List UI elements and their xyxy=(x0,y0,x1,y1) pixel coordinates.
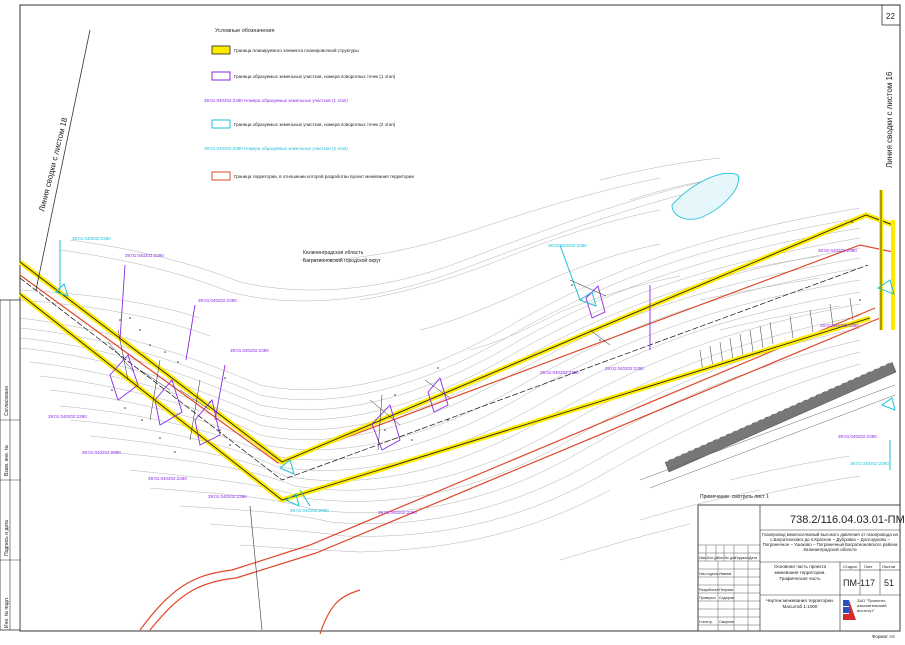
match-line-right-label: Линия сводки с листом 16 xyxy=(885,71,894,168)
company-name: ЗАО "Проектно-изыскательский институт" xyxy=(857,598,887,613)
legend-swatch-red xyxy=(211,171,231,181)
title-block: Изм. Кол.уч Лист № док. Подпись Дата Нач… xyxy=(697,504,905,632)
person-name: Петрова xyxy=(719,588,733,592)
sheet-label: Лист xyxy=(864,564,873,569)
role-label: Н.контр. xyxy=(699,620,713,624)
parcel-label: 39:01:040202:2390 xyxy=(540,370,579,375)
format-label: Формат А4 xyxy=(872,634,895,639)
parcel-label: 39:01:040202:2390 xyxy=(48,414,87,419)
turning-point-markers xyxy=(107,279,611,451)
parcel-number-labels-cyan: 39:01:040202:2390 39:01:040202:2390 39:0… xyxy=(72,236,889,513)
legend-swatch-yellow xyxy=(211,45,231,55)
person-name: Сидоров xyxy=(719,596,734,600)
match-line-left-label: Линия сводки с листом 18 xyxy=(37,116,69,212)
red-territory-boundary xyxy=(19,244,894,635)
rev-header: Лист xyxy=(717,556,725,560)
sheets-label: Листов xyxy=(882,564,895,569)
pond-outline xyxy=(671,173,739,220)
sheets-value: 51 xyxy=(884,578,894,588)
legend-item-text: Граница территории, в отношении которой … xyxy=(234,173,414,179)
stamp-inv-number: Инв. № подл. xyxy=(4,597,10,628)
title-block-note: Примечание: смотреть лист 1 xyxy=(700,494,769,500)
legend-item-text: 39:01:040202:2390 Номера образуемых земе… xyxy=(204,98,348,103)
rev-header: № док. xyxy=(725,556,737,560)
stage-value: ПМ-1 xyxy=(843,578,865,588)
rev-header: Изм. xyxy=(699,556,707,560)
road-strip xyxy=(639,361,897,489)
parcel-label: 39:01:040202:2390 xyxy=(850,461,889,466)
gas-pipeline-axis xyxy=(19,264,869,481)
role-label: Проверил xyxy=(699,596,716,600)
parcel-label: 39:01:040202:2390 xyxy=(548,243,587,248)
parcel-label: 39:01:040202:2390 xyxy=(230,348,269,353)
parcel-label: 39:01:040202:2390 xyxy=(838,434,877,439)
legend-title: Условные обозначения xyxy=(215,28,274,34)
parcel-label: 39:01:040202:2390 xyxy=(820,323,859,328)
legend-item-text: 39:01:040202:2390 Номера образуемых земе… xyxy=(204,146,348,151)
district-label: Багратионовский городской округ xyxy=(303,257,381,264)
parcel-label: 39:01:040202:2390 xyxy=(290,508,329,513)
legend-item-text: Граница образуемых земельных участков, н… xyxy=(234,122,396,127)
rev-header: Дата xyxy=(749,556,757,560)
sheet-number-box xyxy=(881,4,901,26)
parcel-label: 39:01:040202:2390 xyxy=(818,248,857,253)
role-label: Нач.отдела xyxy=(699,572,718,576)
person-name: Иванов xyxy=(719,572,731,576)
parcel-label: 39:01:040202:2390 xyxy=(208,494,247,499)
region-label: Калининградская область xyxy=(303,250,364,256)
parcel-cyan-symbols xyxy=(55,240,896,507)
parcel-label: 39:01:040202:2390 xyxy=(198,298,237,303)
legend-item-text: Граница образуемых земельных участков, н… xyxy=(234,74,396,79)
legend: Условные обозначения Граница планируемог… xyxy=(204,28,414,181)
parcel-label: 39:01:040202:2390 xyxy=(378,510,417,515)
person-name: Смирнов xyxy=(719,620,734,624)
legend-item-text: Граница планируемого элемента планировоч… xyxy=(234,47,359,53)
rev-header: Подпись xyxy=(735,556,749,560)
parcel-label: 39:01:040202:2390 xyxy=(72,236,111,241)
stamp-approved: Согласовано xyxy=(4,386,10,416)
parcel-label: 39:01:040202:2390 xyxy=(605,366,644,371)
left-stamp: Инв. № подл. Подпись и дата Взам. инв. №… xyxy=(0,299,21,631)
parcel-label: 39:01:040202:2390 xyxy=(125,253,164,258)
parcel-label: 39:01:040202:2390 xyxy=(82,450,121,455)
stage-label: Стадия xyxy=(843,564,857,569)
company-logo xyxy=(843,600,856,620)
sheet-value: 17 xyxy=(865,578,875,588)
parcel-label: 39:01:040202:2390 xyxy=(148,476,187,481)
drawing-title: Чертеж межевания территории. Масштаб 1:1… xyxy=(766,598,834,609)
diagonal-survey-line xyxy=(35,29,91,291)
sheet-number: 22 xyxy=(886,12,895,21)
parcel-number-labels: 39:01:040202:2390 39:01:040202:2390 39:0… xyxy=(48,248,877,515)
corridor-boundary xyxy=(18,190,895,503)
legend-swatch-purple xyxy=(211,71,231,81)
project-title: Газопровод межпоселковый высокого давлен… xyxy=(762,532,898,552)
stamp-signature-date: Подпись и дата xyxy=(4,520,10,556)
point-number-dots xyxy=(111,221,861,453)
legend-swatch-cyan xyxy=(211,119,231,129)
role-label: Разработал xyxy=(699,588,719,592)
rev-header: Кол.уч xyxy=(707,556,718,560)
section-title: Основная часть проекта межевания террито… xyxy=(773,564,827,581)
stamp-replaced-inv: Взам. инв. № xyxy=(4,445,10,476)
document-code: 738.2/116.04.03.01-ПМТ1 xyxy=(790,514,905,526)
